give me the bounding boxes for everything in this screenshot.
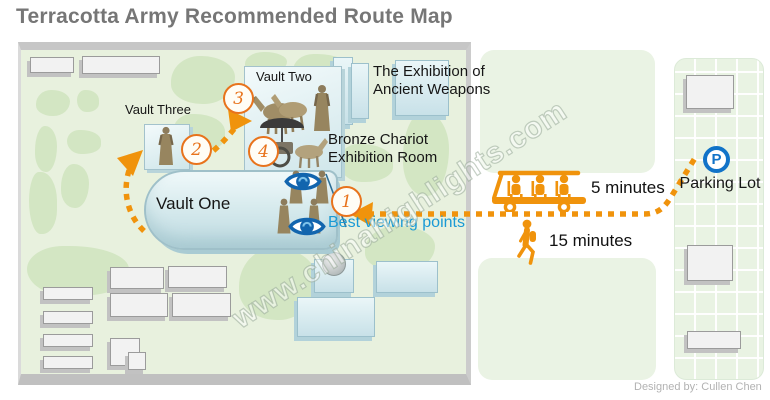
building [43, 356, 93, 369]
building-blue [297, 297, 375, 337]
route-arrow-icon [228, 109, 252, 132]
shuttle-cart-icon [492, 170, 586, 212]
building [110, 267, 164, 289]
best-viewing-points-label: Best viewing points [328, 214, 465, 231]
parking-building [687, 245, 733, 281]
building [43, 287, 93, 300]
exhibition-hall-building [395, 60, 449, 116]
parking-lot-area [674, 58, 764, 380]
shuttle-time-label: 5 minutes [591, 178, 665, 197]
bronze-chariot-label: Bronze Chariot Exhibition Room [328, 131, 438, 166]
path-blob [77, 90, 99, 112]
parking-building [687, 331, 741, 349]
walking-person-icon [517, 219, 536, 265]
viewing-point-eye-icon [284, 172, 322, 191]
path-blob [339, 144, 393, 182]
building [128, 352, 146, 370]
terracotta-warrior-image [313, 85, 331, 131]
path-blob [67, 130, 101, 154]
dome-building-top [322, 252, 346, 276]
route-dashed-line [368, 156, 698, 217]
building-blue [376, 261, 438, 293]
designer-credit: Designed by: Cullen Chen [634, 381, 762, 393]
building [43, 334, 93, 347]
path-blob [29, 172, 57, 234]
parking-lot-label: Parking Lot [679, 175, 761, 192]
vault-two-label: Vault Two [256, 69, 312, 84]
walk-time-label: 15 minutes [549, 231, 633, 250]
building [82, 56, 160, 74]
building [110, 293, 168, 317]
route-arrow-icon [117, 150, 143, 176]
lawn-block [480, 50, 655, 173]
path-blob [36, 90, 70, 116]
path-blob [403, 112, 449, 196]
terracotta-warrior-image [158, 126, 174, 165]
route-stop-1: 1 [331, 186, 362, 217]
page-title: Terracotta Army Recommended Route Map [16, 5, 453, 28]
path-blob [61, 164, 89, 208]
building [30, 57, 74, 73]
vault-one-label: Vault One [156, 194, 231, 213]
parking-building [686, 75, 734, 109]
viewing-point-eye-icon [288, 217, 326, 236]
building [168, 266, 227, 288]
vault-three-label: Vault Three [125, 102, 192, 117]
building [43, 311, 93, 324]
route-stop-3: 3 [223, 83, 254, 114]
route-stop-2: 2 [181, 134, 212, 165]
route-dashed-line [123, 163, 146, 234]
path-blob [35, 126, 57, 172]
route-stop-4: 4 [248, 136, 279, 167]
exhibition-weapons-label: The Exhibition of Ancient Weapons [373, 63, 491, 98]
parking-p-icon: P [703, 146, 730, 173]
building [172, 293, 231, 317]
lawn-block [478, 258, 656, 380]
exhibition-hall-building [351, 63, 369, 119]
route-arrow-icon [350, 202, 373, 226]
